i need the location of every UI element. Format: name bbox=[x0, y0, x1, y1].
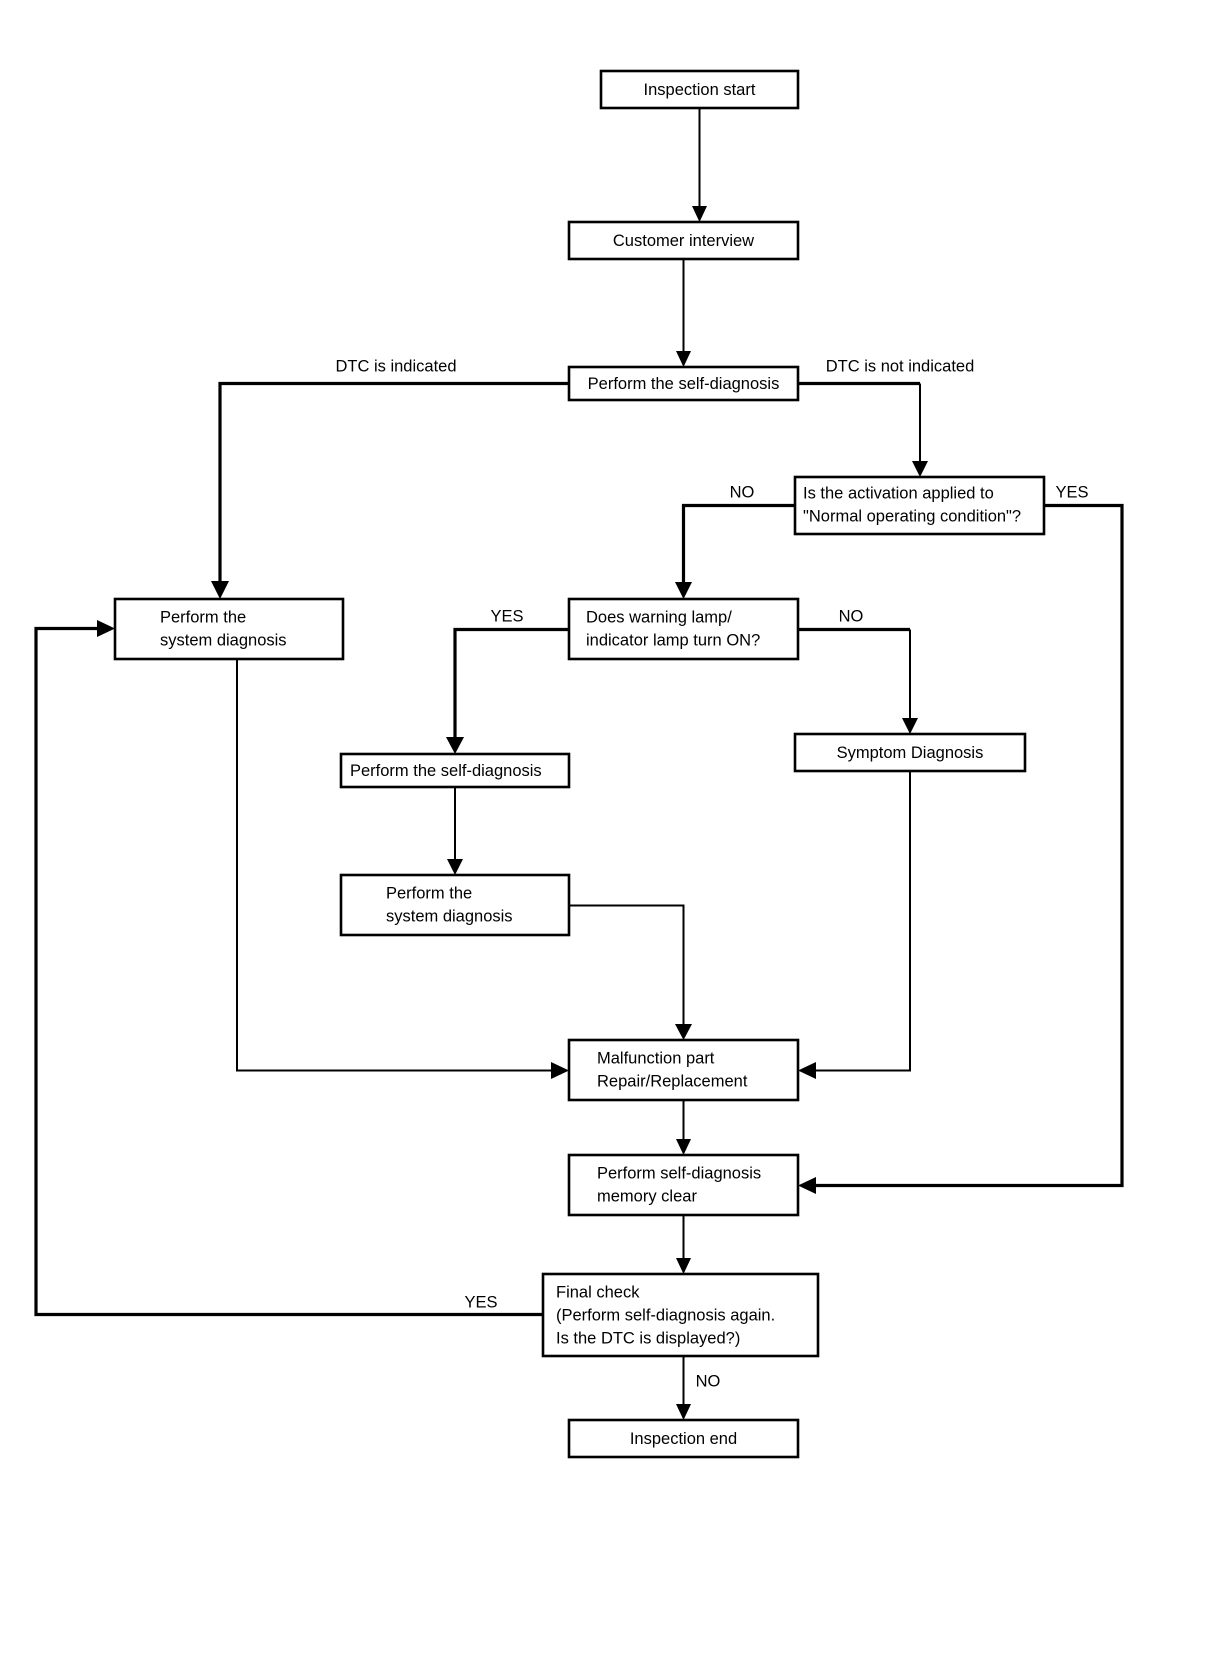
node-perform-self-diagnosis-mid[interactable]: Perform the self-diagnosis bbox=[339, 752, 571, 789]
node-perform-system-diagnosis-left-line-1: Perform the bbox=[160, 608, 246, 626]
edge-memory-clear-to-final-check bbox=[676, 1215, 691, 1274]
edge-label-activation-no: NO bbox=[730, 483, 755, 501]
node-perform-system-diagnosis-mid-box[interactable] bbox=[339, 873, 571, 937]
node-warning-lamp-question[interactable]: Does warning lamp/ indicator lamp turn O… bbox=[567, 597, 800, 661]
node-perform-self-diagnosis-top[interactable]: Perform the self-diagnosis bbox=[567, 365, 800, 402]
node-symptom-diagnosis-label: Symptom Diagnosis bbox=[837, 744, 984, 762]
node-perform-self-diagnosis-mid-box[interactable] bbox=[339, 752, 571, 789]
edge-activation-yes-to-memory-clear bbox=[798, 503, 1124, 1194]
node-memory-clear-box[interactable] bbox=[567, 1153, 800, 1217]
node-activation-question-line-2: "Normal operating condition"? bbox=[803, 507, 1021, 525]
connector-layer bbox=[34, 108, 1124, 1420]
edge-label-layer: DTC is indicated DTC is not indicated NO… bbox=[335, 357, 1088, 1390]
node-symptom-diagnosis-box[interactable] bbox=[793, 732, 1027, 773]
node-activation-question-line-1: Is the activation applied to bbox=[803, 484, 994, 502]
node-perform-self-diagnosis-top-label: Perform the self-diagnosis bbox=[588, 375, 780, 393]
node-warning-lamp-question-box[interactable] bbox=[567, 597, 800, 661]
node-memory-clear[interactable]: Perform self-diagnosis memory clear bbox=[567, 1153, 800, 1217]
edge-symptom-to-malfunction bbox=[798, 771, 911, 1079]
edge-selfdiag-to-sysdiag-left bbox=[211, 381, 569, 599]
node-warning-lamp-question-line-1: Does warning lamp/ bbox=[586, 608, 732, 626]
edge-lamp-yes-to-selfdiag2 bbox=[446, 627, 569, 754]
edge-label-lamp-no: NO bbox=[839, 607, 864, 625]
node-perform-self-diagnosis-mid-label: Perform the self-diagnosis bbox=[350, 762, 542, 780]
node-memory-clear-line-2: memory clear bbox=[597, 1187, 697, 1205]
node-perform-self-diagnosis-top-box[interactable] bbox=[567, 365, 800, 402]
node-final-check-box[interactable] bbox=[541, 1272, 820, 1358]
node-malfunction-repair-box[interactable] bbox=[567, 1038, 800, 1102]
node-inspection-start[interactable]: Inspection start bbox=[599, 69, 800, 110]
edge-label-final-check-yes: YES bbox=[464, 1293, 497, 1311]
node-inspection-start-box[interactable] bbox=[599, 69, 800, 110]
node-perform-system-diagnosis-left-line-2: system diagnosis bbox=[160, 631, 287, 649]
edge-label-dtc-is-not-indicated: DTC is not indicated bbox=[826, 357, 975, 375]
edge-malfunction-to-memory-clear bbox=[676, 1100, 691, 1155]
edge-label-final-check-no: NO bbox=[696, 1372, 721, 1390]
node-perform-system-diagnosis-left-box[interactable] bbox=[113, 597, 345, 661]
node-malfunction-repair-line-2: Repair/Replacement bbox=[597, 1072, 748, 1090]
node-perform-system-diagnosis-mid[interactable]: Perform the system diagnosis bbox=[339, 873, 571, 937]
edge-final-check-no-to-end bbox=[676, 1356, 691, 1420]
node-memory-clear-line-1: Perform self-diagnosis bbox=[597, 1164, 761, 1182]
edge-activation-no-to-lamp bbox=[675, 503, 795, 599]
edge-selfdiag2-to-sysdiag-mid bbox=[447, 787, 463, 875]
edge-lamp-no-to-symptom bbox=[798, 627, 918, 734]
node-perform-system-diagnosis-left[interactable]: Perform the system diagnosis bbox=[113, 597, 345, 661]
node-malfunction-repair-line-1: Malfunction part bbox=[597, 1049, 715, 1067]
node-final-check-line-1: Final check bbox=[556, 1283, 640, 1301]
node-inspection-end[interactable]: Inspection end bbox=[567, 1418, 800, 1459]
edge-interview-to-selfdiag bbox=[676, 259, 691, 367]
node-customer-interview-label: Customer interview bbox=[613, 232, 754, 250]
node-warning-lamp-question-line-2: indicator lamp turn ON? bbox=[586, 631, 760, 649]
edge-selfdiag-to-activation bbox=[798, 381, 928, 477]
edge-start-to-interview bbox=[692, 108, 707, 222]
node-symptom-diagnosis[interactable]: Symptom Diagnosis bbox=[793, 732, 1027, 773]
node-perform-system-diagnosis-mid-line-1: Perform the bbox=[386, 884, 472, 902]
edge-sysdiag-left-to-malfunction bbox=[236, 659, 569, 1079]
edge-label-lamp-yes: YES bbox=[490, 607, 523, 625]
edge-sysdiag-mid-to-malfunction bbox=[569, 904, 692, 1040]
node-inspection-start-label: Inspection start bbox=[644, 81, 756, 99]
node-perform-system-diagnosis-mid-line-2: system diagnosis bbox=[386, 907, 513, 925]
node-final-check-line-3: Is the DTC is displayed?) bbox=[556, 1329, 740, 1347]
edge-label-activation-yes: YES bbox=[1055, 483, 1088, 501]
node-customer-interview-box[interactable] bbox=[567, 220, 800, 261]
node-inspection-end-box[interactable] bbox=[567, 1418, 800, 1459]
edge-final-check-yes-loopback bbox=[34, 620, 543, 1317]
node-activation-question[interactable]: Is the activation applied to "Normal ope… bbox=[793, 475, 1046, 536]
node-malfunction-repair[interactable]: Malfunction part Repair/Replacement bbox=[567, 1038, 800, 1102]
node-activation-question-box[interactable] bbox=[793, 475, 1046, 536]
node-customer-interview[interactable]: Customer interview bbox=[567, 220, 800, 261]
node-final-check[interactable]: Final check (Perform self-diagnosis agai… bbox=[541, 1272, 820, 1358]
edge-label-dtc-is-indicated: DTC is indicated bbox=[335, 357, 456, 375]
node-inspection-end-label: Inspection end bbox=[630, 1430, 737, 1448]
node-final-check-line-2: (Perform self-diagnosis again. bbox=[556, 1306, 775, 1324]
